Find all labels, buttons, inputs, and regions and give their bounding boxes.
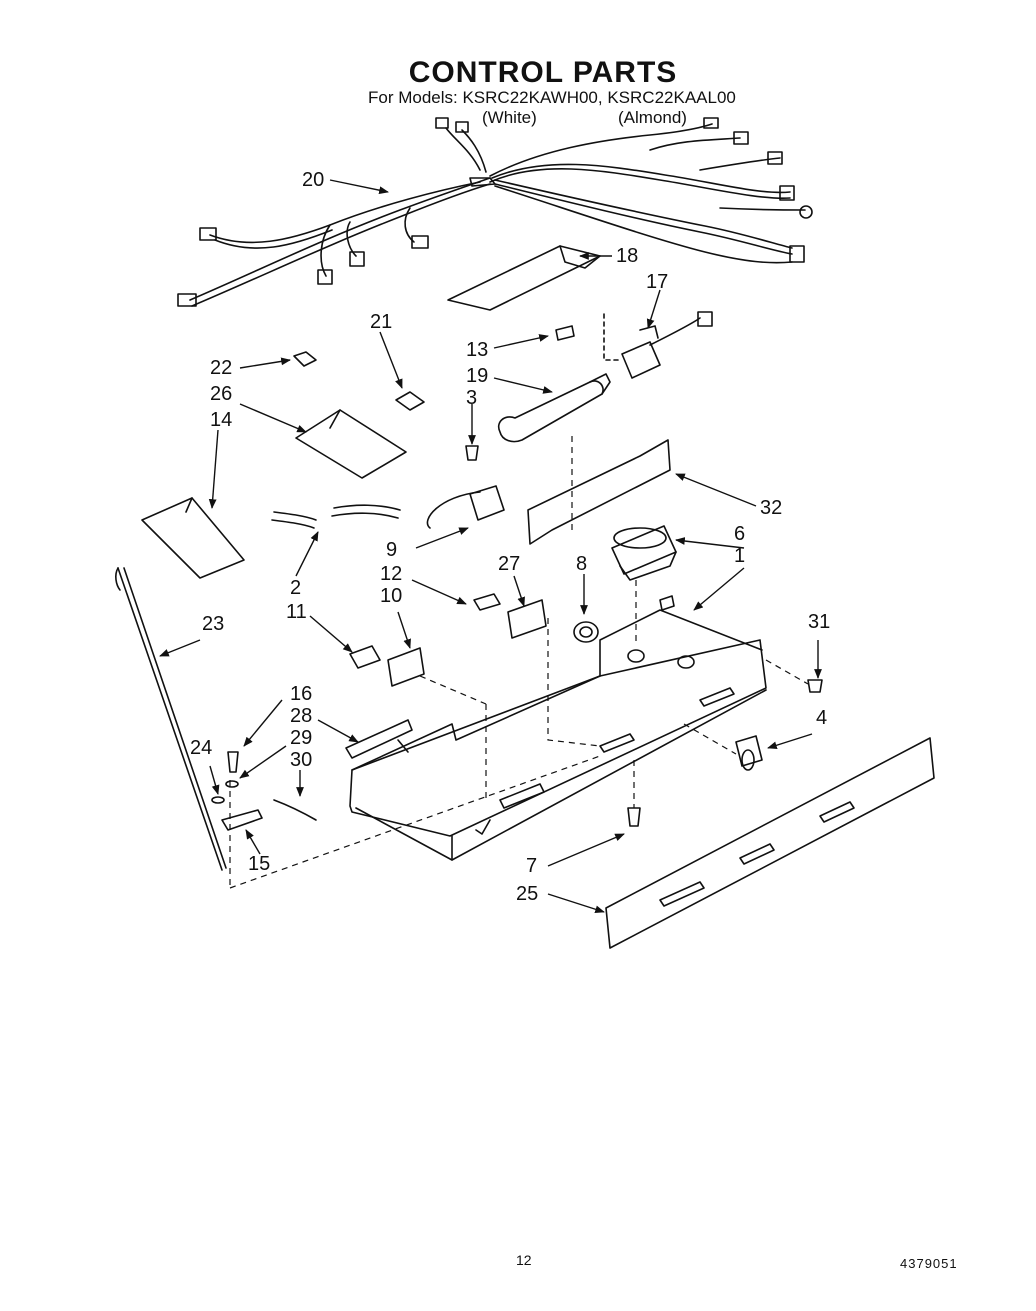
variant-almond-label: (Almond): [618, 108, 687, 127]
callout-10: 10: [380, 585, 402, 607]
part-14-cover: [141, 497, 245, 579]
page-number: 12: [516, 1252, 532, 1268]
part-30-spring: [273, 799, 317, 821]
callout-16: 16: [290, 683, 312, 705]
callout-8: 8: [576, 553, 587, 575]
part-32-bracket: [527, 439, 671, 545]
callout-15: 15: [248, 853, 270, 875]
callout-32: 32: [760, 497, 782, 519]
callout-31: 31: [808, 611, 830, 633]
part-15-bracket: [221, 809, 263, 831]
part-28-bracket: [345, 719, 413, 759]
variant-white-label: (White): [482, 108, 537, 127]
part-6-control: [611, 525, 677, 581]
callout-24: 24: [190, 737, 212, 759]
callout-4: 4: [816, 707, 827, 729]
callout-22: 22: [210, 357, 232, 379]
callout-14: 14: [210, 409, 232, 431]
part-26-cover: [295, 409, 407, 479]
part-13-screw: [555, 325, 575, 341]
callout-27: 27: [498, 553, 520, 575]
part-25-trim: [605, 737, 935, 949]
callout-19: 19: [466, 365, 488, 387]
callout-30: 30: [290, 749, 312, 771]
callout-1: 1: [734, 545, 745, 567]
part-12-clip: [473, 593, 501, 611]
part-21-clip: [395, 391, 425, 411]
part-27-label: [507, 599, 547, 639]
callout-28: 28: [290, 705, 312, 727]
part-11-clip: [349, 645, 381, 669]
callout-13: 13: [466, 339, 488, 361]
part-24-washer: [211, 796, 225, 804]
part-23-rod: [115, 567, 227, 871]
part-19-lamp: [497, 373, 611, 443]
page-title: CONTROL PARTS: [408, 56, 678, 89]
callout-9: 9: [386, 539, 397, 561]
part-18-cover: [447, 245, 601, 311]
callout-18: 18: [616, 245, 638, 267]
callout-25: 25: [516, 883, 538, 905]
part-1-housing: [349, 595, 767, 861]
part-9-thermostat: [426, 485, 505, 529]
callout-26: 26: [210, 383, 232, 405]
part-8-knob: [573, 621, 599, 643]
callout-29: 29: [290, 727, 312, 749]
part-7-screw: [627, 807, 641, 827]
leader-arrows: [159, 179, 822, 914]
callout-20: 20: [302, 169, 324, 191]
callout-labels: 20 18 17 13 19 3 21 22 26 14 9 2 12 10 1…: [190, 169, 830, 905]
part-16-screw: [227, 751, 239, 773]
part-10-label: [387, 647, 425, 687]
part-4-switch: [735, 735, 763, 771]
callout-3: 3: [466, 387, 477, 409]
callout-12: 12: [380, 563, 402, 585]
part-2-tubes: [271, 504, 401, 529]
callout-6: 6: [734, 523, 745, 545]
callout-21: 21: [370, 311, 392, 333]
callout-23: 23: [202, 613, 224, 635]
callout-7: 7: [526, 855, 537, 877]
part-29-washer: [225, 780, 239, 788]
models-subtitle: For Models: KSRC22KAWH00, KSRC22KAAL00: [368, 88, 736, 107]
assembly-lines: [229, 436, 809, 889]
wire-harness: [177, 117, 813, 307]
part-31-screw: [807, 679, 823, 693]
part-22-clip: [293, 351, 317, 367]
callout-11: 11: [286, 601, 307, 623]
part-3-screw: [465, 445, 479, 461]
callout-17: 17: [646, 271, 668, 293]
document-number: 4379051: [900, 1256, 958, 1271]
part-17-socket: [603, 311, 713, 379]
callout-2: 2: [290, 577, 301, 599]
